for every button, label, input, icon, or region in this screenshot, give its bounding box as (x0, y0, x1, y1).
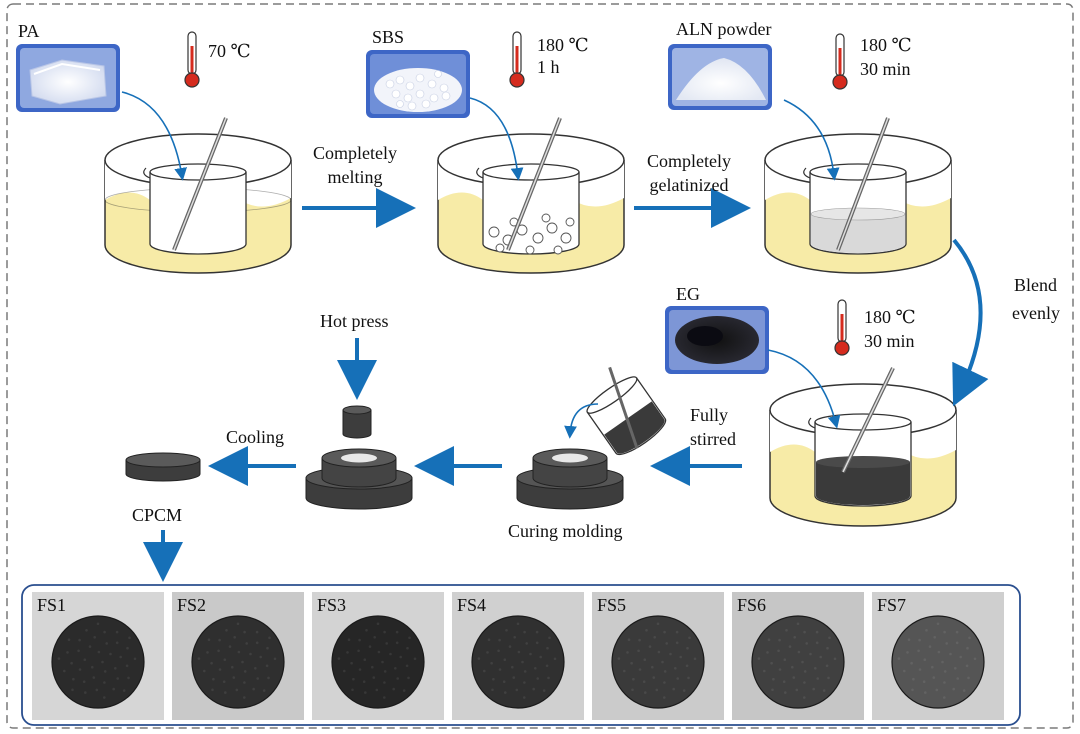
beaker (476, 163, 580, 255)
sample-disc (191, 615, 285, 709)
step-label-blend-1: Blend (1014, 275, 1057, 295)
outer-frame (6, 3, 1074, 729)
aln-powder-image (668, 44, 772, 110)
step4-temperature: 180 ℃ (864, 307, 916, 327)
step3-time: 30 min (860, 59, 911, 79)
sample-disc (331, 615, 425, 709)
process-arrow (952, 238, 989, 407)
beaker (808, 413, 912, 507)
curing-mold (516, 448, 624, 510)
sample-photo-7: FS7 (872, 592, 1004, 720)
eg-image (665, 306, 769, 374)
sample-label: FS7 (877, 595, 907, 615)
feed-arrow (767, 349, 841, 429)
thermometer-icon (834, 299, 850, 356)
sample-label: FS3 (317, 595, 347, 615)
sample-photo-5: FS5 (592, 592, 724, 720)
product-label-cpcm: CPCM (132, 505, 183, 525)
sample-label: FS2 (177, 595, 207, 615)
thermometer-icon (184, 31, 200, 88)
sample-disc (611, 615, 705, 709)
step3-temperature: 180 ℃ (860, 35, 912, 55)
press-plunger (342, 405, 372, 439)
step-label-curing: Curing molding (508, 521, 623, 541)
step-label-gelatinized-1: Completely (647, 151, 731, 171)
water-bath-3 (764, 117, 952, 274)
sample-disc (891, 615, 985, 709)
thermometer-icon (832, 33, 848, 90)
sample-photo-4: FS4 (452, 592, 584, 720)
step-label-melting-2: melting (327, 167, 383, 187)
step-label-cooling: Cooling (226, 427, 285, 447)
feed-arrow (469, 97, 524, 181)
beaker (143, 163, 247, 255)
sample-disc (751, 615, 845, 709)
pour-arrow (564, 403, 599, 439)
sample-photo-3: FS3 (312, 592, 444, 720)
step1-temperature: 70 ℃ (208, 41, 251, 61)
sample-label: FS6 (737, 595, 767, 615)
water-bath-2 (437, 117, 625, 274)
sample-photo-2: FS2 (172, 592, 304, 720)
water-bath-1 (104, 117, 292, 274)
step-label-blend-2: evenly (1012, 303, 1060, 323)
beaker (803, 163, 907, 255)
water-bath-4 (769, 367, 957, 527)
cpcm-disc (125, 452, 201, 482)
sample-label: FS1 (37, 595, 67, 615)
thermometer-icon (509, 31, 525, 88)
step-label-stirred-1: Fully (690, 405, 729, 425)
sample-label: FS4 (457, 595, 487, 615)
sample-disc (51, 615, 145, 709)
hot-press-mold (305, 448, 413, 510)
sbs-image (366, 50, 470, 118)
pa-image (16, 44, 120, 112)
material-label-eg: EG (676, 284, 700, 304)
sample-disc (471, 615, 565, 709)
step-label-melting-1: Completely (313, 143, 397, 163)
material-label-pa: PA (18, 21, 40, 41)
feed-arrow (783, 99, 840, 181)
material-label-sbs: SBS (372, 27, 405, 47)
samples-panel (21, 584, 1021, 726)
sample-photo-1: FS1 (32, 592, 164, 720)
step-label-gelatinized-2: gelatinized (649, 175, 729, 195)
sample-photo-6: FS6 (732, 592, 864, 720)
step2-time: 1 h (537, 57, 560, 77)
material-label-aln: ALN powder (676, 19, 772, 39)
feed-arrow (121, 91, 187, 181)
pouring-beaker (586, 366, 667, 456)
sample-label: FS5 (597, 595, 627, 615)
step-label-hot-press: Hot press (320, 311, 389, 331)
step4-time: 30 min (864, 331, 915, 351)
step-label-stirred-2: stirred (690, 429, 736, 449)
step2-temperature: 180 ℃ (537, 35, 589, 55)
